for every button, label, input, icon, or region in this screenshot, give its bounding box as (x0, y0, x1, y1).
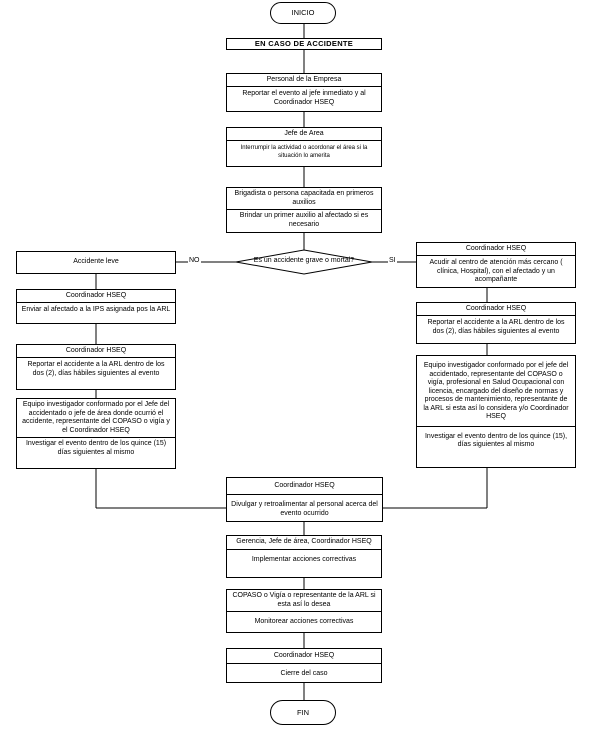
jefe-header: Jefe de Area (227, 128, 381, 141)
left-ips-header: Coordinador HSEQ (17, 290, 175, 303)
right-equipo-box: Equipo investigador conformado por el je… (416, 355, 576, 468)
left-reportar-text: Reportar el accidente a la ARL dentro de… (27, 361, 165, 377)
gerencia-box: Gerencia, Jefe de área, Coordinador HSEQ… (226, 535, 382, 578)
title-box: EN CASO DE ACCIDENTE (226, 38, 382, 50)
right-centro-header: Coordinador HSEQ (417, 243, 575, 256)
leve-text: Accidente leve (73, 258, 119, 265)
decision-text: Es un accidente grave o mortal? (253, 257, 355, 264)
gerencia-text: Implementar acciones correctivas (227, 548, 381, 571)
cierre-box: Coordinador HSEQ Cierre del caso (226, 648, 382, 683)
jefe-text: Interrumpir la actividad o acordonar el … (240, 145, 368, 159)
copaso-text: Monitorear acciones correctivas (227, 611, 381, 633)
brigadista-text: Brindar un primer auxilio al afectado si… (227, 209, 381, 231)
empresa-header: Personal de la Empresa (227, 74, 381, 87)
copaso-box: COPASO o Vigía o representante de la ARL… (226, 589, 382, 633)
right-equipo-text: Equipo investigador conformado por el je… (423, 362, 569, 420)
leve-box: Accidente leve (16, 251, 176, 274)
right-equipo-text2: Investigar el evento dentro de los quinc… (417, 425, 575, 456)
left-reportar-header: Coordinador HSEQ (17, 345, 175, 358)
right-reportar-header: Coordinador HSEQ (417, 303, 575, 316)
start-terminal: INICIO (270, 2, 336, 24)
divulgar-box: Coordinador HSEQ Divulgar y retroaliment… (226, 477, 383, 522)
jefe-box: Jefe de Area Interrumpir la actividad o … (226, 127, 382, 167)
copaso-header: COPASO o Vigía o representante de la ARL… (232, 592, 376, 608)
divulgar-header: Coordinador HSEQ (227, 478, 382, 495)
no-label: NO (188, 257, 201, 264)
brigadista-header: Brigadista o persona capacitada en prime… (234, 190, 374, 206)
empresa-box: Personal de la Empresa Reportar el event… (226, 73, 382, 112)
brigadista-box: Brigadista o persona capacitada en prime… (226, 187, 382, 233)
cierre-text: Cierre del caso (280, 670, 328, 677)
left-reportar-box: Coordinador HSEQ Reportar el accidente a… (16, 344, 176, 390)
right-reportar-text: Reportar el accidente a la ARL dentro de… (427, 319, 565, 335)
right-centro-box: Coordinador HSEQ Acudir al centro de ate… (416, 242, 576, 288)
gerencia-header: Gerencia, Jefe de área, Coordinador HSEQ (236, 538, 372, 545)
left-equipo-text: Equipo investigador conformado por el Je… (22, 401, 170, 434)
divulgar-text: Divulgar y retroalimentar al personal ac… (231, 501, 378, 517)
empresa-text: Reportar el evento al jefe inmediato y a… (242, 90, 366, 106)
left-ips-text: Enviar al afectado a la IPS asignada pos… (21, 306, 171, 313)
end-terminal: FIN (270, 700, 336, 725)
left-equipo-box: Equipo investigador conformado por el Je… (16, 398, 176, 469)
cierre-header: Coordinador HSEQ (227, 649, 381, 664)
si-label: SI (388, 257, 397, 264)
right-centro-text: Acudir al centro de atención más cercano… (429, 259, 563, 283)
left-ips-box: Coordinador HSEQ Enviar al afectado a la… (16, 289, 176, 324)
left-equipo-text2: Investigar el evento dentro de los quinc… (17, 437, 175, 459)
right-reportar-box: Coordinador HSEQ Reportar el accidente a… (416, 302, 576, 344)
